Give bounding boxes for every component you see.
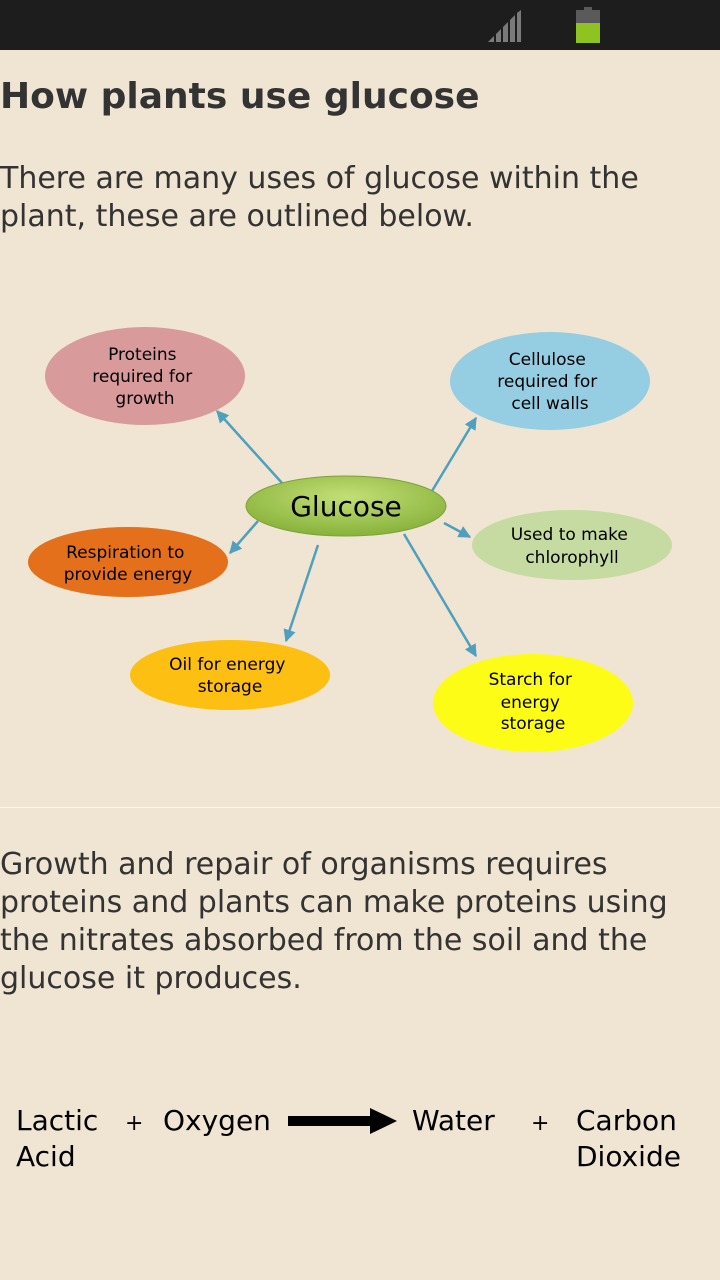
arrows <box>216 410 478 658</box>
cellulose-node <box>450 332 650 430</box>
equation-plus-2: + <box>531 1111 549 1136</box>
body-paragraph: Growth and repair of organisms requires … <box>0 847 668 996</box>
svg-text:Used to make chlorophyll: Used to make chlorophyll <box>511 525 634 568</box>
svg-text:Proteins required for: Proteins required for growth <box>92 345 197 409</box>
arrow-to-respiration <box>229 520 259 554</box>
equation-oxygen: Oxygen <box>163 1104 271 1137</box>
respiration-node <box>28 527 228 597</box>
starch-node <box>433 654 633 752</box>
proteins-label-1: Proteins <box>108 345 177 365</box>
glucose-center-node <box>245 475 447 537</box>
word-equation: Lactic Acid + Oxygen Water + Carbon Diox… <box>16 1104 681 1173</box>
equation-carbon: Carbon <box>576 1104 677 1137</box>
svg-text:Starch for energy stor: Starch for energy storage <box>489 670 578 734</box>
starch-label-2: energy <box>501 693 560 713</box>
proteins-label-3: growth <box>115 389 174 409</box>
respiration-label-1: Respiration to <box>66 543 184 563</box>
equation-acid: Acid <box>16 1140 76 1173</box>
battery-icon <box>576 7 600 43</box>
oil-label-1: Oil for energy <box>169 655 285 675</box>
reaction-arrow-icon <box>288 1108 397 1134</box>
equation-lactic: Lactic <box>16 1104 98 1137</box>
equation-water: Water <box>412 1104 495 1137</box>
starch-label-3: storage <box>501 714 566 734</box>
oil-label-2: storage <box>198 677 263 697</box>
glucose-center-label: Glucose <box>290 490 402 523</box>
arrow-to-cellulose <box>430 416 478 492</box>
arrow-to-proteins <box>216 410 283 484</box>
status-bar <box>0 0 720 50</box>
proteins-label-2: required for <box>92 367 192 387</box>
svg-text:Cellulose required for: Cellulose required for cell walls <box>497 350 602 414</box>
arrow-to-oil <box>283 544 320 643</box>
chlorophyll-node <box>472 510 672 580</box>
cellulose-label-1: Cellulose <box>509 350 586 370</box>
proteins-node <box>45 327 245 425</box>
glucose-uses-diagram: Proteins required for growth Cellulose r… <box>28 327 672 752</box>
cellulose-label-2: required for <box>497 372 597 392</box>
intro-paragraph: There are many uses of glucose within th… <box>0 161 639 234</box>
oil-node <box>130 640 330 710</box>
signal-strength-icon <box>488 10 521 42</box>
equation-dioxide: Dioxide <box>576 1140 681 1173</box>
page-title: How plants use glucose <box>0 76 480 117</box>
svg-text:Respiration to provide ene: Respiration to provide energy <box>64 543 192 585</box>
cellulose-label-3: cell walls <box>511 394 588 414</box>
chlorophyll-label-1: Used to make <box>511 525 628 545</box>
starch-label-1: Starch for <box>489 670 572 690</box>
svg-text:Oil for energy storage: Oil for energy storage <box>169 655 291 697</box>
section-divider <box>0 807 720 808</box>
equation-plus-1: + <box>125 1111 143 1136</box>
arrow-to-starch <box>402 533 478 658</box>
arrow-to-chlorophyll <box>443 521 472 539</box>
chlorophyll-label-2: chlorophyll <box>525 548 618 568</box>
respiration-label-2: provide energy <box>64 565 192 585</box>
